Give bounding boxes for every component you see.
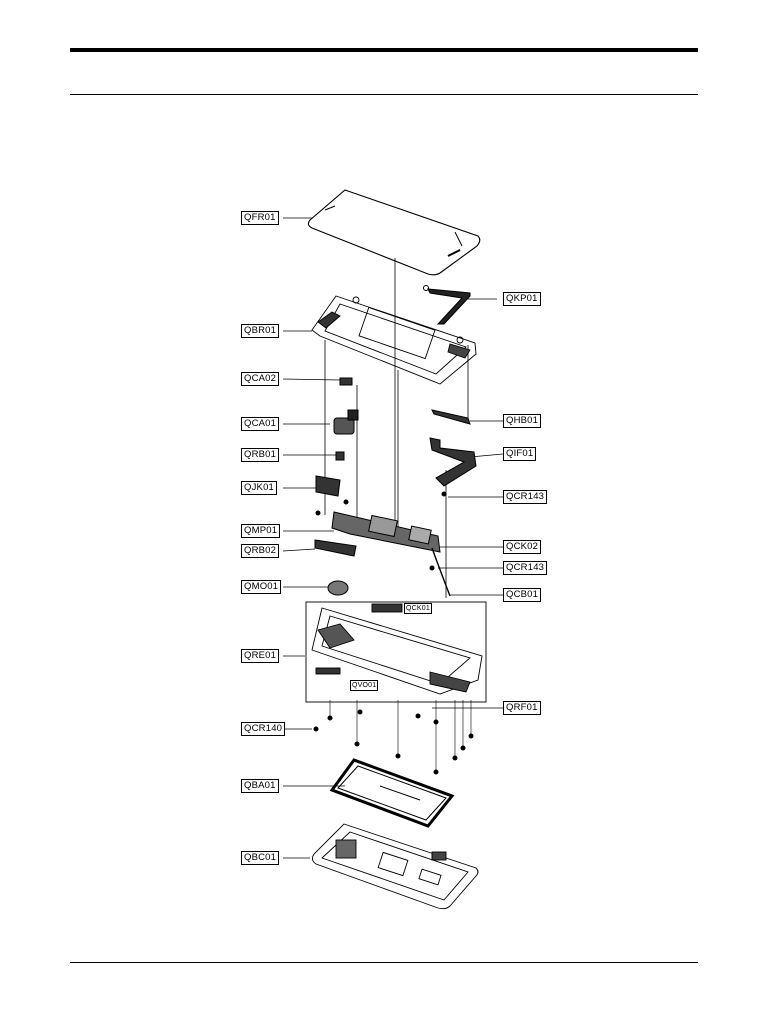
callout-QVO01: QVO01	[350, 680, 379, 691]
callout-QCK01: QCK01	[404, 603, 432, 614]
callout-QRB02: QRB02	[241, 544, 280, 558]
rear-case-part	[305, 601, 487, 703]
header-rule-thick	[70, 48, 698, 52]
callout-QHB01: QHB01	[503, 414, 542, 428]
callout-QFR01: QFR01	[241, 211, 279, 225]
screw-group-qcr140	[313, 709, 474, 775]
back-cover-part	[311, 823, 479, 910]
callout-QIF01: QIF01	[503, 447, 537, 461]
callout-QCK02: QCK02	[503, 540, 542, 554]
callout-QRB01: QRB01	[241, 448, 280, 462]
leader-lines	[282, 217, 504, 859]
home-button-flex-part	[431, 409, 471, 425]
interface-flex-part	[429, 437, 477, 487]
sub-component-part	[335, 451, 345, 461]
callout-QCB01: QCB01	[503, 588, 542, 602]
callout-QBR01: QBR01	[241, 324, 280, 338]
callout-QRF01: QRF01	[503, 701, 541, 715]
callout-QMP01: QMP01	[241, 524, 281, 538]
camera-rear-part	[333, 409, 359, 435]
front-bracket-part	[311, 295, 477, 385]
key-board-part	[423, 285, 471, 325]
callout-QCA01: QCA01	[241, 417, 280, 431]
callout-QKP01: QKP01	[503, 292, 541, 306]
callout-QJK01: QJK01	[241, 481, 278, 495]
callout-QCR140: QCR140	[241, 722, 286, 736]
callout-QBA01: QBA01	[241, 779, 279, 793]
vibration-motor-part	[327, 580, 349, 596]
coaxial-cable-part	[431, 547, 451, 597]
callout-QCR143-upper: QCR143	[503, 490, 548, 504]
screw-group-qcr143	[429, 491, 447, 571]
camera-front-part	[339, 377, 353, 386]
callout-QCR143-lower: QCR143	[503, 561, 548, 575]
header-rule-thin	[70, 94, 698, 95]
front-window-part	[307, 189, 481, 276]
main-board-part	[331, 511, 441, 553]
callout-QBC01: QBC01	[241, 851, 280, 865]
callout-QRE01: QRE01	[241, 649, 280, 663]
sub-board-part	[314, 539, 357, 557]
battery-part	[329, 758, 455, 828]
callout-QCA02: QCA02	[241, 372, 280, 386]
footer-rule	[70, 962, 698, 963]
jack-part	[315, 475, 349, 516]
screw-drop-lines	[329, 700, 472, 772]
callout-QMO01: QMO01	[241, 580, 282, 594]
